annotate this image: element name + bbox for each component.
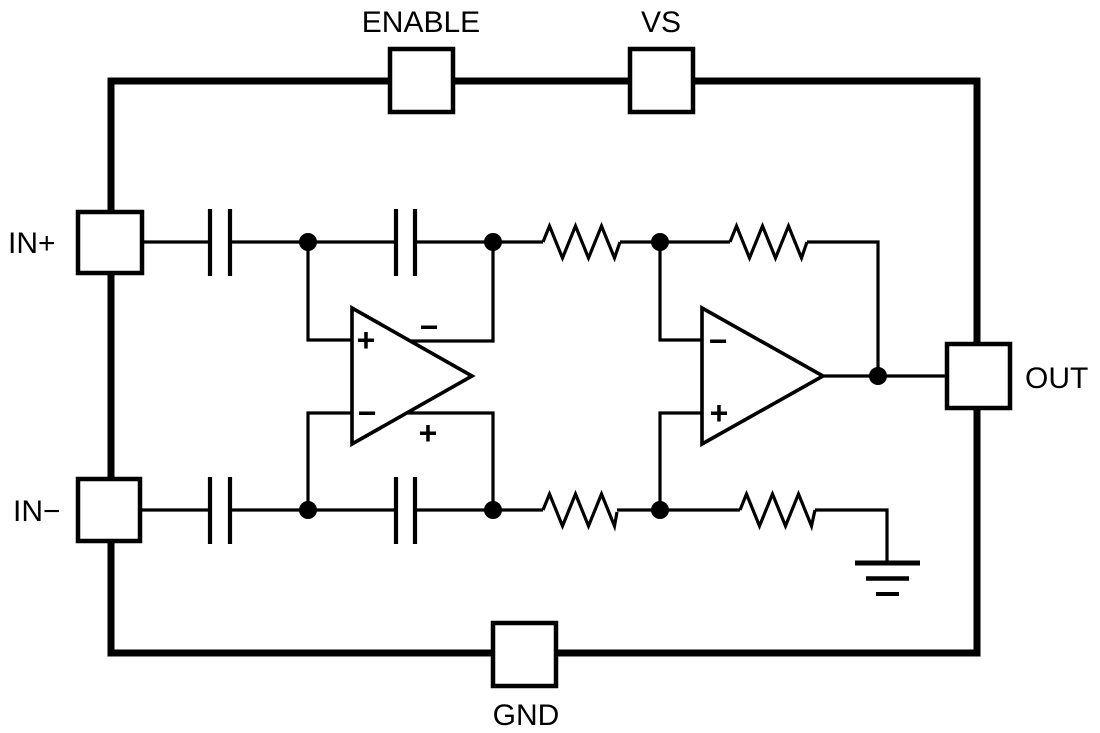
capacitors <box>207 209 418 544</box>
junction-dot <box>651 501 669 519</box>
pin-boxes <box>75 46 1013 689</box>
output-amp-input-bottom-sign: + <box>710 395 729 431</box>
junction-dot <box>651 233 669 251</box>
junction-dots <box>299 233 887 519</box>
input-capacitor-inp <box>207 209 233 276</box>
wire-node1-to-amp1-input-top <box>306 242 352 342</box>
pin-box-enable <box>387 46 456 115</box>
resistors <box>541 221 817 532</box>
pin-label-in-plus: IN+ <box>8 227 56 260</box>
resistor-r3 <box>541 489 619 532</box>
ground-symbol <box>855 560 920 596</box>
diff-amp-output-bottom-sign: + <box>419 415 438 451</box>
wire-amp1-output-top-feedback <box>410 242 495 343</box>
pin-label-out: OUT <box>1025 362 1088 395</box>
feedback-capacitor-top <box>393 209 418 276</box>
junction-dot <box>299 233 317 251</box>
feedback-capacitor-bottom <box>393 477 418 544</box>
ic-boundary-box <box>107 77 981 657</box>
pin-box-in-plus <box>75 209 145 276</box>
wire-node4-to-amp1-input-bottom <box>306 411 352 510</box>
junction-dot <box>484 501 502 519</box>
pin-label-enable: ENABLE <box>362 6 480 39</box>
junction-dot <box>869 367 887 385</box>
resistor-r4-to-ground <box>738 489 817 532</box>
pin-box-gnd <box>490 620 559 689</box>
pin-box-in-minus <box>75 476 143 544</box>
output-amp-triangle <box>700 304 827 448</box>
resistor-r1 <box>541 221 622 263</box>
pin-box-out <box>944 341 1013 411</box>
pin-label-in-minus: IN− <box>13 495 61 528</box>
junction-dot <box>299 501 317 519</box>
pin-box-vs <box>627 46 696 115</box>
diff-amp-input-bottom-sign: − <box>358 395 377 431</box>
wire-r2-feedback-to-output <box>807 240 880 376</box>
wires <box>140 240 947 563</box>
pin-label-gnd: GND <box>493 699 560 732</box>
wire-node6-to-amp2-input-bottom <box>658 411 702 510</box>
diff-amp-output-top-sign: − <box>420 309 439 345</box>
junction-dot <box>484 233 502 251</box>
pin-label-vs: VS <box>641 6 681 39</box>
wire-node3-to-amp2-input-top <box>658 242 702 342</box>
diff-amp-triangle <box>350 304 476 448</box>
resistor-r2-feedback-top <box>728 221 809 263</box>
wire-amp1-output-bottom-feedback <box>407 411 495 510</box>
diff-amp-input-top-sign: + <box>357 322 376 358</box>
input-capacitor-inm <box>207 477 233 544</box>
wire-r4-to-ground <box>815 508 889 563</box>
output-amp-input-top-sign: − <box>709 323 728 359</box>
